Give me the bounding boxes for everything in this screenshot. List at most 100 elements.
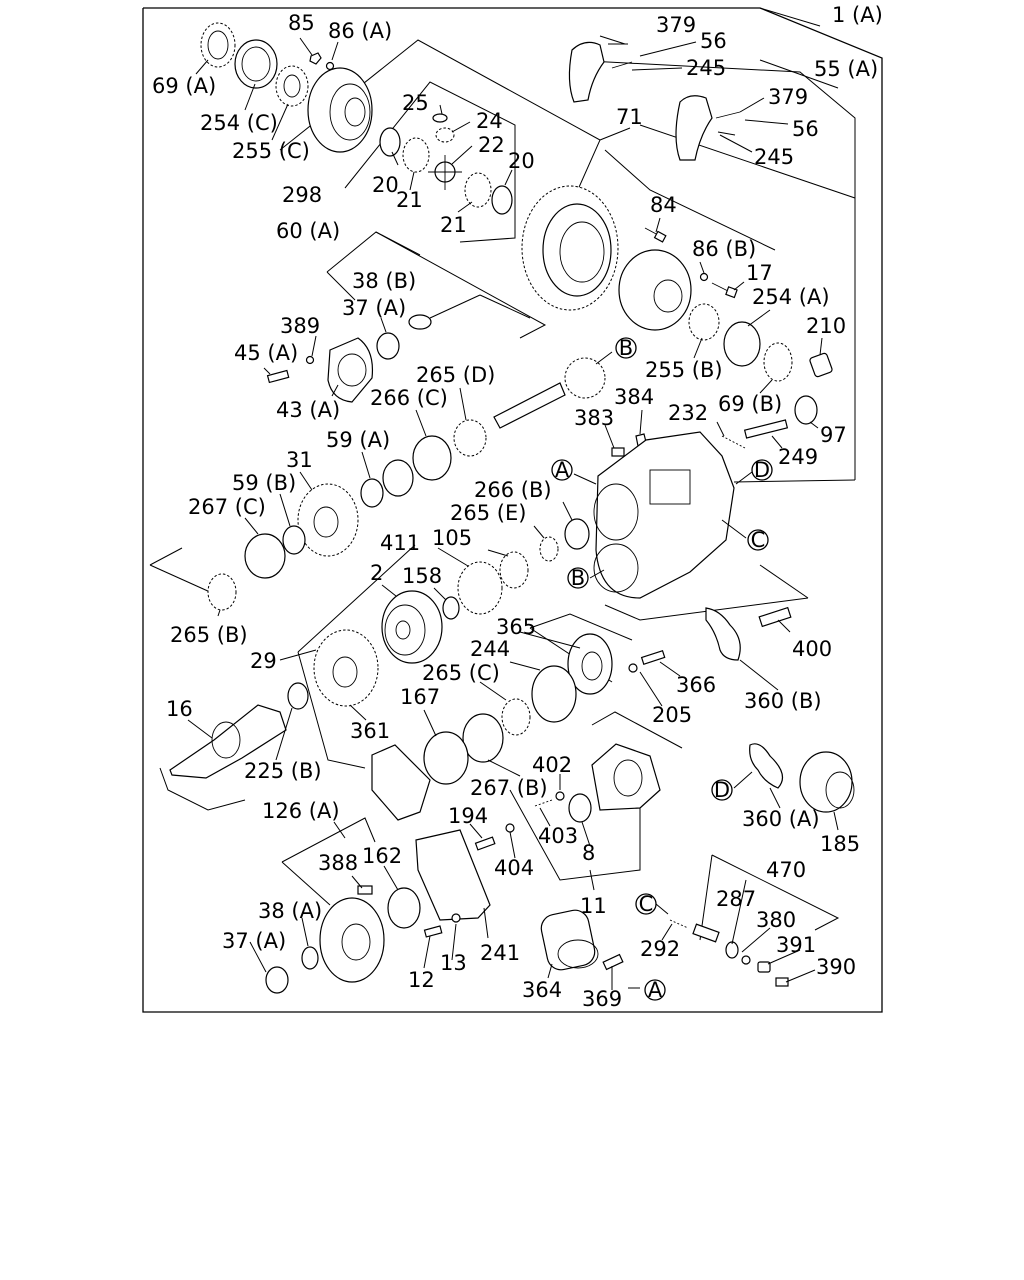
- label-56-a: 56: [700, 29, 727, 53]
- label-254c: 254 (C): [200, 111, 278, 135]
- part-365-retainer: [567, 633, 613, 695]
- label-38b: 38 (B): [352, 269, 416, 293]
- label-17: 17: [746, 261, 773, 285]
- part-97-collar: [794, 395, 818, 425]
- part-167-oring: [423, 731, 469, 785]
- part-fork-bracket-lower: [675, 95, 741, 161]
- label-55a: 55 (A): [814, 57, 878, 81]
- label-69a: 69 (A): [152, 74, 216, 98]
- label-158: 158: [402, 564, 442, 588]
- part-265d-bearing: [453, 419, 487, 457]
- part-380-part: [725, 941, 739, 959]
- label-20-left: 20: [372, 173, 399, 197]
- part-37a-nut-top: [376, 332, 400, 360]
- part-292-spring: [669, 919, 689, 929]
- part-225b-ring: [287, 682, 309, 710]
- part-185-collar: [799, 751, 855, 813]
- part-403-spring: [534, 799, 553, 807]
- label-12: 12: [408, 968, 435, 992]
- part-21-side-gear-right: [464, 172, 492, 208]
- label-232: 232: [668, 401, 708, 425]
- part-31-gear: [297, 483, 359, 557]
- label-16: 16: [166, 697, 193, 721]
- svg-text:A: A: [555, 458, 570, 482]
- part-244-oring: [531, 665, 577, 723]
- label-59a: 59 (A): [326, 428, 390, 452]
- part-254c-race: [234, 39, 278, 89]
- part-210-plug: [809, 352, 833, 378]
- callout-c-kit: C: [635, 892, 657, 916]
- diagram-frame: [142, 7, 883, 1013]
- label-255b: 255 (B): [645, 358, 723, 382]
- label-59b: 59 (B): [232, 471, 296, 495]
- label-60a: 60 (A): [276, 219, 340, 243]
- part-45a-bolt: [266, 369, 290, 384]
- svg-text:C: C: [639, 892, 654, 916]
- part-255b-bearing: [688, 303, 720, 341]
- label-244: 244: [470, 637, 510, 661]
- label-404: 404: [494, 856, 534, 880]
- label-360a: 360 (A): [742, 807, 820, 831]
- part-38b-washer: [408, 314, 432, 330]
- part-390-bolt: [775, 977, 789, 987]
- part-37a-nut: [265, 966, 289, 994]
- part-383-bolt: [611, 447, 625, 457]
- part-162-seal: [387, 887, 421, 929]
- label-265e: 265 (E): [450, 501, 526, 525]
- svg-text:D: D: [714, 778, 730, 802]
- label-241: 241: [480, 941, 520, 965]
- part-20-washer-right: [491, 185, 513, 215]
- part-38a-washer: [301, 946, 319, 970]
- part-265e-bearing: [539, 536, 559, 562]
- label-21-left: 21: [396, 188, 423, 212]
- part-267c-race: [244, 533, 286, 579]
- part-249-pin: [743, 419, 789, 439]
- part-snap-ring: [382, 459, 414, 497]
- part-20-washer-left: [379, 127, 401, 157]
- label-126a: 126 (A): [262, 799, 340, 823]
- label-379-b: 379: [768, 85, 808, 109]
- label-1a: 1 (A): [832, 3, 883, 27]
- label-389: 389: [280, 314, 320, 338]
- part-21-side-gear-left: [402, 137, 430, 173]
- part-22-spider: [428, 155, 462, 190]
- label-255c: 255 (C): [232, 139, 310, 163]
- part-364-filter: [540, 909, 599, 971]
- group-boundaries: [149, 7, 856, 941]
- part-drive-pinion-shaft: [493, 357, 606, 429]
- label-13: 13: [440, 951, 467, 975]
- part-126a-flange: [319, 897, 385, 983]
- label-69b: 69 (B): [718, 392, 782, 416]
- label-361: 361: [350, 719, 390, 743]
- callout-d-housing: D: [751, 458, 773, 482]
- label-25: 25: [402, 91, 429, 115]
- label-292: 292: [640, 937, 680, 961]
- callout-b-housing: B: [567, 566, 589, 590]
- part-69a-seal: [200, 22, 236, 68]
- svg-text:A: A: [648, 978, 663, 1002]
- part-gasket-plate: [371, 744, 431, 821]
- label-287: 287: [716, 887, 756, 911]
- label-411: 411: [380, 531, 420, 555]
- callout-b-top: B: [615, 336, 637, 360]
- label-265d: 265 (D): [416, 363, 495, 387]
- label-265b: 265 (B): [170, 623, 248, 647]
- label-225b: 225 (B): [244, 759, 322, 783]
- part-105-gear: [499, 551, 529, 589]
- leader-lines: [187, 35, 839, 990]
- part-fork-bracket-upper: [568, 41, 633, 103]
- callout-a-fitting: A: [644, 978, 666, 1002]
- part-86b-washer: [699, 272, 709, 282]
- part-388-bolt: [357, 885, 373, 895]
- part-265b-bearing: [207, 573, 237, 611]
- label-360b: 360 (B): [744, 689, 822, 713]
- label-245-a: 245: [686, 56, 726, 80]
- label-21-right: 21: [440, 213, 467, 237]
- part-85-nut: [309, 52, 322, 65]
- label-470: 470: [766, 858, 806, 882]
- label-265c: 265 (C): [422, 661, 500, 685]
- part-360a-fork: [749, 743, 784, 789]
- part-43a-cover: [327, 337, 374, 403]
- callout-d-fork: D: [711, 778, 733, 802]
- part-266c-race: [412, 435, 452, 481]
